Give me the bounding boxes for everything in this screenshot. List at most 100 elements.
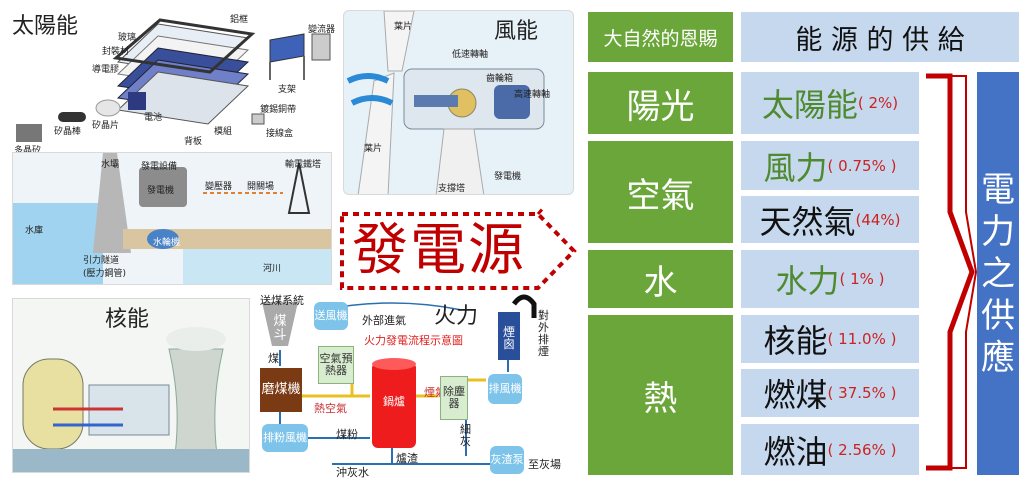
source-water-label: 水 (643, 262, 678, 303)
solar-title: 太陽能 (12, 14, 79, 39)
electricity-supply-char-2: 力 (981, 211, 1015, 252)
solar-panel: 太陽能 鋁框 玻璃 封裝材 導電膠 電池 矽晶棒 矽晶片 多晶矽 模組 背板 鍍… (8, 6, 340, 156)
nuclear-title: 核能 (105, 307, 150, 332)
wind-label-low-speed-shaft: 低速轉軸 (452, 50, 489, 60)
hydro-label-turbine: 水輪機 (153, 238, 181, 248)
supply-hydro-name: 水力 (775, 262, 840, 300)
wind-label-generator: 發電機 (494, 172, 522, 182)
electricity-supply-char-1: 電 (981, 169, 1015, 210)
wind-label-high-speed-shaft: 高速轉軸 (514, 90, 551, 100)
power-source-label: 發電源 (352, 218, 526, 283)
electricity-supply-char-4: 供 (981, 295, 1015, 336)
supply-hydro-pct: ( 1% ) (839, 270, 885, 288)
source-sunlight: 陽光 (588, 72, 733, 134)
hydro-panel: 水力 水壩 發電設備 發電機 水輪機 變壓器 開關場 輸電鐵塔 水庫 引力隧道 … (12, 152, 332, 285)
nuclear-panel: 核能 (12, 298, 250, 473)
wind-label-blade-bottom: 葉片 (364, 144, 383, 154)
solar-label-encapsulant: 封裝材 (102, 47, 130, 57)
thermal-label-coal-powder: 煤粉 (336, 428, 358, 441)
electricity-supply-char-5: 應 (981, 337, 1015, 378)
source-sunlight-label: 陽光 (626, 86, 695, 127)
solar-label-aluminum-frame: 鋁框 (230, 15, 249, 25)
wind-turbine-illustration (346, 11, 545, 194)
supply-wind-name: 風力 (763, 148, 828, 187)
supply-coal-pct: ( 37.5% ) (827, 384, 897, 402)
power-source-arrow (340, 208, 577, 290)
hydro-illustration (13, 153, 331, 284)
thermal-label-to-ash-yard: 至灰場 (528, 458, 561, 471)
thermal-title: 火力 (434, 304, 479, 329)
source-air: 空氣 (588, 141, 733, 243)
wind-label-blade-top: 葉片 (394, 22, 413, 32)
solar-label-ribbon: 鍍錫銅帶 (260, 105, 297, 115)
thermal-exhaust-fan-box: 排風機 (488, 374, 522, 404)
thermal-label-ash-water: 沖灰水 (336, 466, 369, 479)
header-energy-supply: 能 源 的 供 給 (741, 12, 1019, 62)
supply-solar-name: 太陽能 (761, 86, 858, 124)
hydro-label-switchyard: 開關場 (247, 182, 275, 192)
hydro-label-penstock: 引力隧道 (壓力鋼管) (83, 256, 127, 279)
wind-title: 風能 (494, 19, 539, 44)
supply-nuclear: 核能( 11.0% ) (741, 315, 919, 363)
supply-nuclear-pct: ( 11.0% ) (827, 330, 897, 348)
thermal-panel: 送煤系統 煤斗 煤 送風機 外部進氣 火力 火力發電流程示意圖 空氣預熱器 磨煤… (252, 292, 582, 479)
electricity-supply-char-3: 之 (981, 253, 1015, 294)
thermal-ash-pump-box: 灰渣泵 (490, 446, 524, 474)
thermal-boiler-label: 鍋爐 (383, 395, 405, 408)
thermal-mill-box: 磨煤機 (260, 368, 302, 412)
solar-label-conductive-adhesive: 導電膠 (92, 65, 120, 75)
supply-solar-pct: ( 2%) (857, 94, 899, 112)
hydro-label-transformer: 變壓器 (205, 182, 233, 192)
supply-wind: 風力( 0.75% ) (741, 141, 919, 190)
supply-natural-gas-pct: (44%) (855, 210, 901, 229)
source-water: 水 (588, 250, 733, 308)
thermal-label-coal: 煤 (268, 352, 279, 365)
supply-oil-pct: ( 2.56% ) (827, 440, 897, 459)
hydro-label-tower: 輸電鐵塔 (285, 160, 322, 170)
thermal-label-exhaust: 對外排煙 (538, 309, 549, 358)
hydro-label-reservoir: 水庫 (25, 226, 44, 236)
solar-label-module: 模組 (214, 127, 233, 137)
hydro-label-dam: 水壩 (101, 160, 120, 170)
supply-solar: 太陽能( 2%) (741, 72, 919, 134)
supply-wind-pct: ( 0.75% ) (827, 156, 897, 175)
thermal-fan-box: 送風機 (314, 302, 348, 330)
solar-label-glass: 玻璃 (118, 33, 137, 43)
header-nature-gift: 大自然的恩賜 (588, 12, 733, 62)
solar-label-junction-box: 接線盒 (266, 129, 294, 139)
solar-label-polysilicon: 多晶矽 (14, 146, 42, 156)
power-source-banner: 發電源 (338, 208, 578, 294)
supply-coal-name: 燃煤 (763, 376, 828, 414)
hydro-label-generator: 發電機 (147, 186, 175, 196)
thermal-subtitle: 火力發電流程示意圖 (364, 334, 463, 347)
thermal-hopper: 煤斗 (273, 314, 287, 343)
solar-label-cell: 電池 (144, 113, 163, 123)
source-heat: 熱 (588, 315, 733, 475)
wind-label-gearbox: 齒輪箱 (486, 74, 514, 84)
solar-label-backsheet: 背板 (184, 137, 203, 147)
thermal-stack-label: 煙囪 (502, 325, 515, 351)
nuclear-plant-illustration (13, 327, 249, 472)
hydro-label-equipment: 發電設備 (141, 162, 178, 172)
solar-illustration (16, 18, 331, 142)
solar-label-bracket: 支架 (278, 85, 297, 95)
thermal-dust-collector-box: 除塵器 (440, 376, 468, 420)
source-air-label: 空氣 (626, 175, 695, 216)
source-heat-label: 熱 (643, 378, 678, 419)
supply-oil: 燃油( 2.56% ) (741, 424, 919, 475)
thermal-label-fine-ash: 細灰 (460, 423, 471, 448)
thermal-label-slag: 爐渣 (396, 452, 418, 465)
solar-label-wafer: 矽晶片 (92, 121, 120, 131)
supply-hydro: 水力( 1% ) (741, 250, 919, 308)
thermal-label-hot-air: 熱空氣 (314, 402, 347, 415)
thermal-label-feed-system: 送煤系統 (260, 294, 304, 307)
supply-natural-gas-name: 天然氣 (759, 202, 856, 241)
supply-nuclear-name: 核能 (763, 322, 828, 360)
thermal-powder-fan-box: 排粉風機 (262, 424, 308, 452)
hydro-label-river: 河川 (263, 264, 282, 274)
supply-bracket-arrow (926, 73, 978, 471)
electricity-supply: 電 力 之 供 應 (977, 72, 1019, 475)
solar-label-ingot: 矽晶棒 (54, 127, 82, 137)
thermal-preheater-box: 空氣預熱器 (318, 346, 354, 384)
solar-label-inverter: 變流器 (308, 25, 336, 35)
